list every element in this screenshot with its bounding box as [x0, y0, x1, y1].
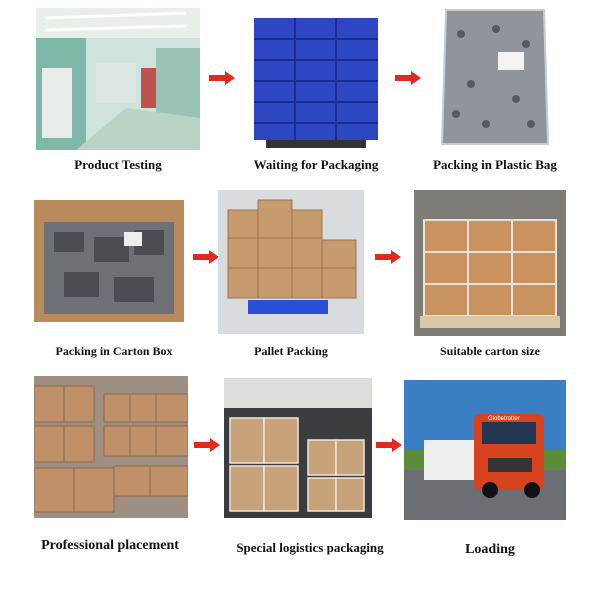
arrow-right-icon — [395, 71, 421, 85]
step-caption: Packing in Plastic Bag — [433, 157, 557, 172]
photo-pallet-packing — [218, 190, 364, 334]
photo-truck-loading: Globetrotter — [404, 380, 566, 520]
step-caption: Loading — [465, 542, 515, 557]
photo-carton-box — [24, 192, 192, 334]
photo-plastic-bag — [436, 4, 554, 150]
arrow-right-icon — [193, 250, 219, 264]
arrow-right-icon — [376, 438, 402, 452]
photo-professional-placement — [34, 376, 188, 518]
step-caption: Professional placement — [41, 538, 179, 553]
photo-suitable-carton-size — [414, 190, 566, 336]
arrow-right-icon — [209, 71, 235, 85]
arrow-right-icon — [194, 438, 220, 452]
photo-waiting-for-packaging — [246, 8, 386, 150]
photo-logistics-packaging — [224, 378, 372, 518]
step-caption: Pallet Packing — [254, 344, 328, 358]
step-caption: Packing in Carton Box — [55, 344, 173, 358]
step-caption: Product Testing — [74, 157, 162, 172]
arrow-right-icon — [375, 250, 401, 264]
step-caption: Waiting for Packaging — [253, 157, 379, 172]
truck-brand-text: Globetrotter — [488, 416, 520, 422]
step-caption: Special logistics packaging — [236, 540, 384, 555]
photo-product-testing — [36, 8, 200, 150]
step-caption: Suitable carton size — [440, 344, 540, 358]
